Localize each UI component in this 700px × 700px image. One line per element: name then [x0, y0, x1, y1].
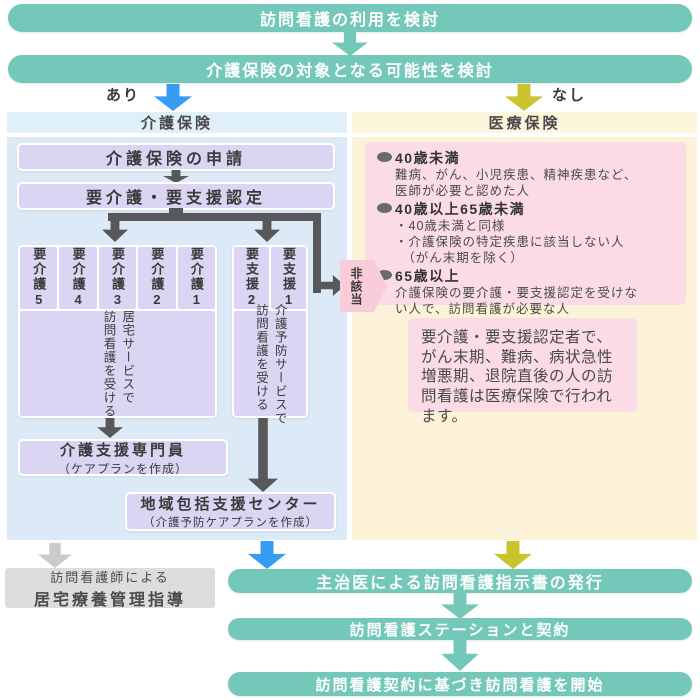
shien-service-line: 介護予防サービスで — [272, 302, 287, 425]
branch-label-yes: あり — [106, 87, 141, 104]
age-over-65: 65歳以上 — [395, 267, 461, 284]
age-under-40: 40歳未満 — [395, 150, 461, 166]
kaigo-level-3: 要介護3 — [110, 247, 126, 309]
eligibility-line: ・40歳未満と同様 — [395, 218, 506, 233]
shien-level-2: 要支援2 — [244, 247, 259, 309]
banner-text: 訪問看護ステーションと契約 — [349, 621, 571, 639]
blue-down-arrow-icon — [248, 541, 286, 569]
kaigo-level-cells: 要介護5 要介護4 要介護3 要介護2 要介護1 — [20, 247, 216, 309]
kaigo-level-cell: 要介護2 — [138, 247, 176, 309]
kaigo-level-group: 要介護5 要介護4 要介護3 要介護2 要介護1 居宅サービスで 訪問看護を受け… — [18, 245, 217, 418]
banner-doctor-instruction: 主治医による訪問看護指示書の発行 — [228, 569, 692, 593]
community-center-sub: （介護予防ケアプランを作成） — [143, 517, 318, 529]
shien-level-group: 要支援2 要支援1 介護予防サービスで 訪問看護を受ける — [232, 245, 308, 424]
care-manager-box: 介護支援専門員 （ケアプランを作成） — [18, 439, 228, 476]
apply-care-insurance-box: 介護保険の申請 — [17, 143, 335, 171]
eligibility-line: い人で、訪問看護が必要な人 — [395, 302, 571, 317]
yellow-down-arrow-icon — [505, 84, 543, 111]
shien-service-area: 介護予防サービスで 訪問看護を受ける — [234, 303, 306, 424]
banner-station-contract: 訪問看護ステーションと契約 — [228, 618, 692, 640]
banner-text: 主治医による訪問看護指示書の発行 — [316, 575, 604, 592]
gray-down-arrow-icon — [38, 543, 72, 568]
eligibility-heading: 40歳以上65歳未満 — [377, 200, 674, 218]
shien-level-1: 要支援1 — [281, 247, 296, 309]
kaigo-level-cell: 要介護3 — [98, 247, 137, 309]
kaigo-level-cell: 要介護1 — [177, 247, 216, 309]
shien-level-cells: 要支援2 要支援1 — [234, 247, 306, 309]
gray-box-line2: 居宅療養管理指導 — [33, 591, 186, 609]
kaigo-level-4: 要介護4 — [70, 247, 86, 309]
age-40-to-65: 40歳以上65歳未満 — [395, 200, 526, 217]
banner-text: 介護保険の対象となる可能性を検討 — [206, 63, 494, 80]
banner-text: 訪問看護の利用を検討 — [259, 12, 440, 29]
banner-start-visiting-nursing: 訪問看護契約に基づき訪問看護を開始 — [228, 672, 692, 696]
kaigo-level-5: 要介護5 — [31, 247, 47, 309]
kaigo-level-cell: 要介護4 — [59, 247, 97, 309]
kaigo-level-1: 要介護1 — [188, 247, 204, 309]
connector-stub — [169, 208, 183, 216]
eligibility-heading: 40歳未満 — [377, 149, 674, 167]
medical-note-text: 要介護・要支援認定者で、がん末期、難病、病状急性増悪期、退院直後の人の訪問看護は… — [421, 329, 614, 425]
community-center-box: 地域包括支援センター （介護予防ケアプランを作成） — [125, 492, 336, 531]
care-insurance-header: 介護保険 — [7, 112, 347, 133]
eligibility-line: 介護保険の要介護・要支援認定を受けな — [395, 285, 639, 300]
home-care-guidance-box: 訪問看護師による 居宅療養管理指導 — [5, 568, 215, 609]
medical-eligibility-box: 40歳未満 難病、がん、小児疾患、精神疾患など、 医師が必要と認めた人 40歳以… — [365, 142, 686, 316]
gray-box-line1: 訪問看護師による — [50, 569, 170, 585]
community-center-title: 地域包括支援センター — [140, 496, 321, 513]
kaigo-service-line: 居宅サービスで — [120, 309, 135, 405]
kaigo-service-line: 訪問看護を受ける — [101, 309, 116, 418]
certification-box: 要介護・要支援認定 — [17, 182, 335, 210]
shien-service-line: 訪問看護を受ける — [254, 302, 268, 411]
branch-label-no: なし — [552, 87, 587, 104]
banner-text: 訪問看護契約に基づき訪問看護を開始 — [315, 676, 605, 694]
banner-consider-care-insurance: 介護保険の対象となる可能性を検討 — [8, 55, 692, 83]
bullet-icon — [377, 152, 392, 162]
kaigo-level-cell: 要介護5 — [20, 247, 58, 309]
down-arrow-icon — [441, 639, 479, 671]
connector-vertical-bar — [313, 213, 321, 293]
shien-level-cell: 要支援2 — [234, 247, 269, 309]
eligibility-line: ・介護保険の特定疾患に該当しない人 — [395, 235, 625, 250]
care-insurance-title: 介護保険 — [140, 115, 213, 132]
down-arrow-icon — [332, 31, 368, 56]
medical-insurance-header: 医療保険 — [352, 112, 697, 133]
shien-level-cell: 要支援1 — [271, 247, 306, 309]
down-arrow-icon — [441, 592, 479, 619]
connector-horizontal-bar — [108, 213, 321, 221]
eligibility-heading: 65歳以上 — [377, 267, 674, 285]
kaigo-level-2: 要介護2 — [149, 247, 165, 309]
eligibility-line: （がん末期を除く） — [395, 251, 524, 266]
apply-label: 介護保険の申請 — [105, 151, 246, 168]
medical-note-box: 要介護・要支援認定者で、がん末期、難病、病状急性増悪期、退院直後の人の訪問看護は… — [408, 318, 637, 425]
kaigo-service-text: 居宅サービスで 訪問看護を受ける — [99, 310, 137, 418]
yellow-down-arrow-icon — [494, 541, 532, 569]
eligibility-line: 医師が必要と認めた人 — [395, 184, 531, 199]
bullet-icon — [377, 269, 392, 280]
care-manager-title: 介護支援専門員 — [59, 441, 186, 459]
banner-consider-visiting-nursing: 訪問看護の利用を検討 — [8, 4, 692, 32]
shien-service-text: 介護予防サービスで 訪問看護を受ける — [251, 303, 289, 425]
bullet-icon — [377, 202, 392, 213]
blue-down-arrow-icon — [154, 84, 192, 111]
kaigo-service-area: 居宅サービスで 訪問看護を受ける — [20, 310, 215, 418]
not-applicable-label: 非該当 — [349, 266, 363, 306]
eligibility-line: 難病、がん、小児疾患、精神疾患など、 — [395, 168, 638, 183]
certification-label: 要介護・要支援認定 — [85, 190, 266, 207]
medical-insurance-title: 医療保険 — [488, 115, 561, 132]
care-manager-sub: （ケアプランを作成） — [57, 461, 188, 476]
